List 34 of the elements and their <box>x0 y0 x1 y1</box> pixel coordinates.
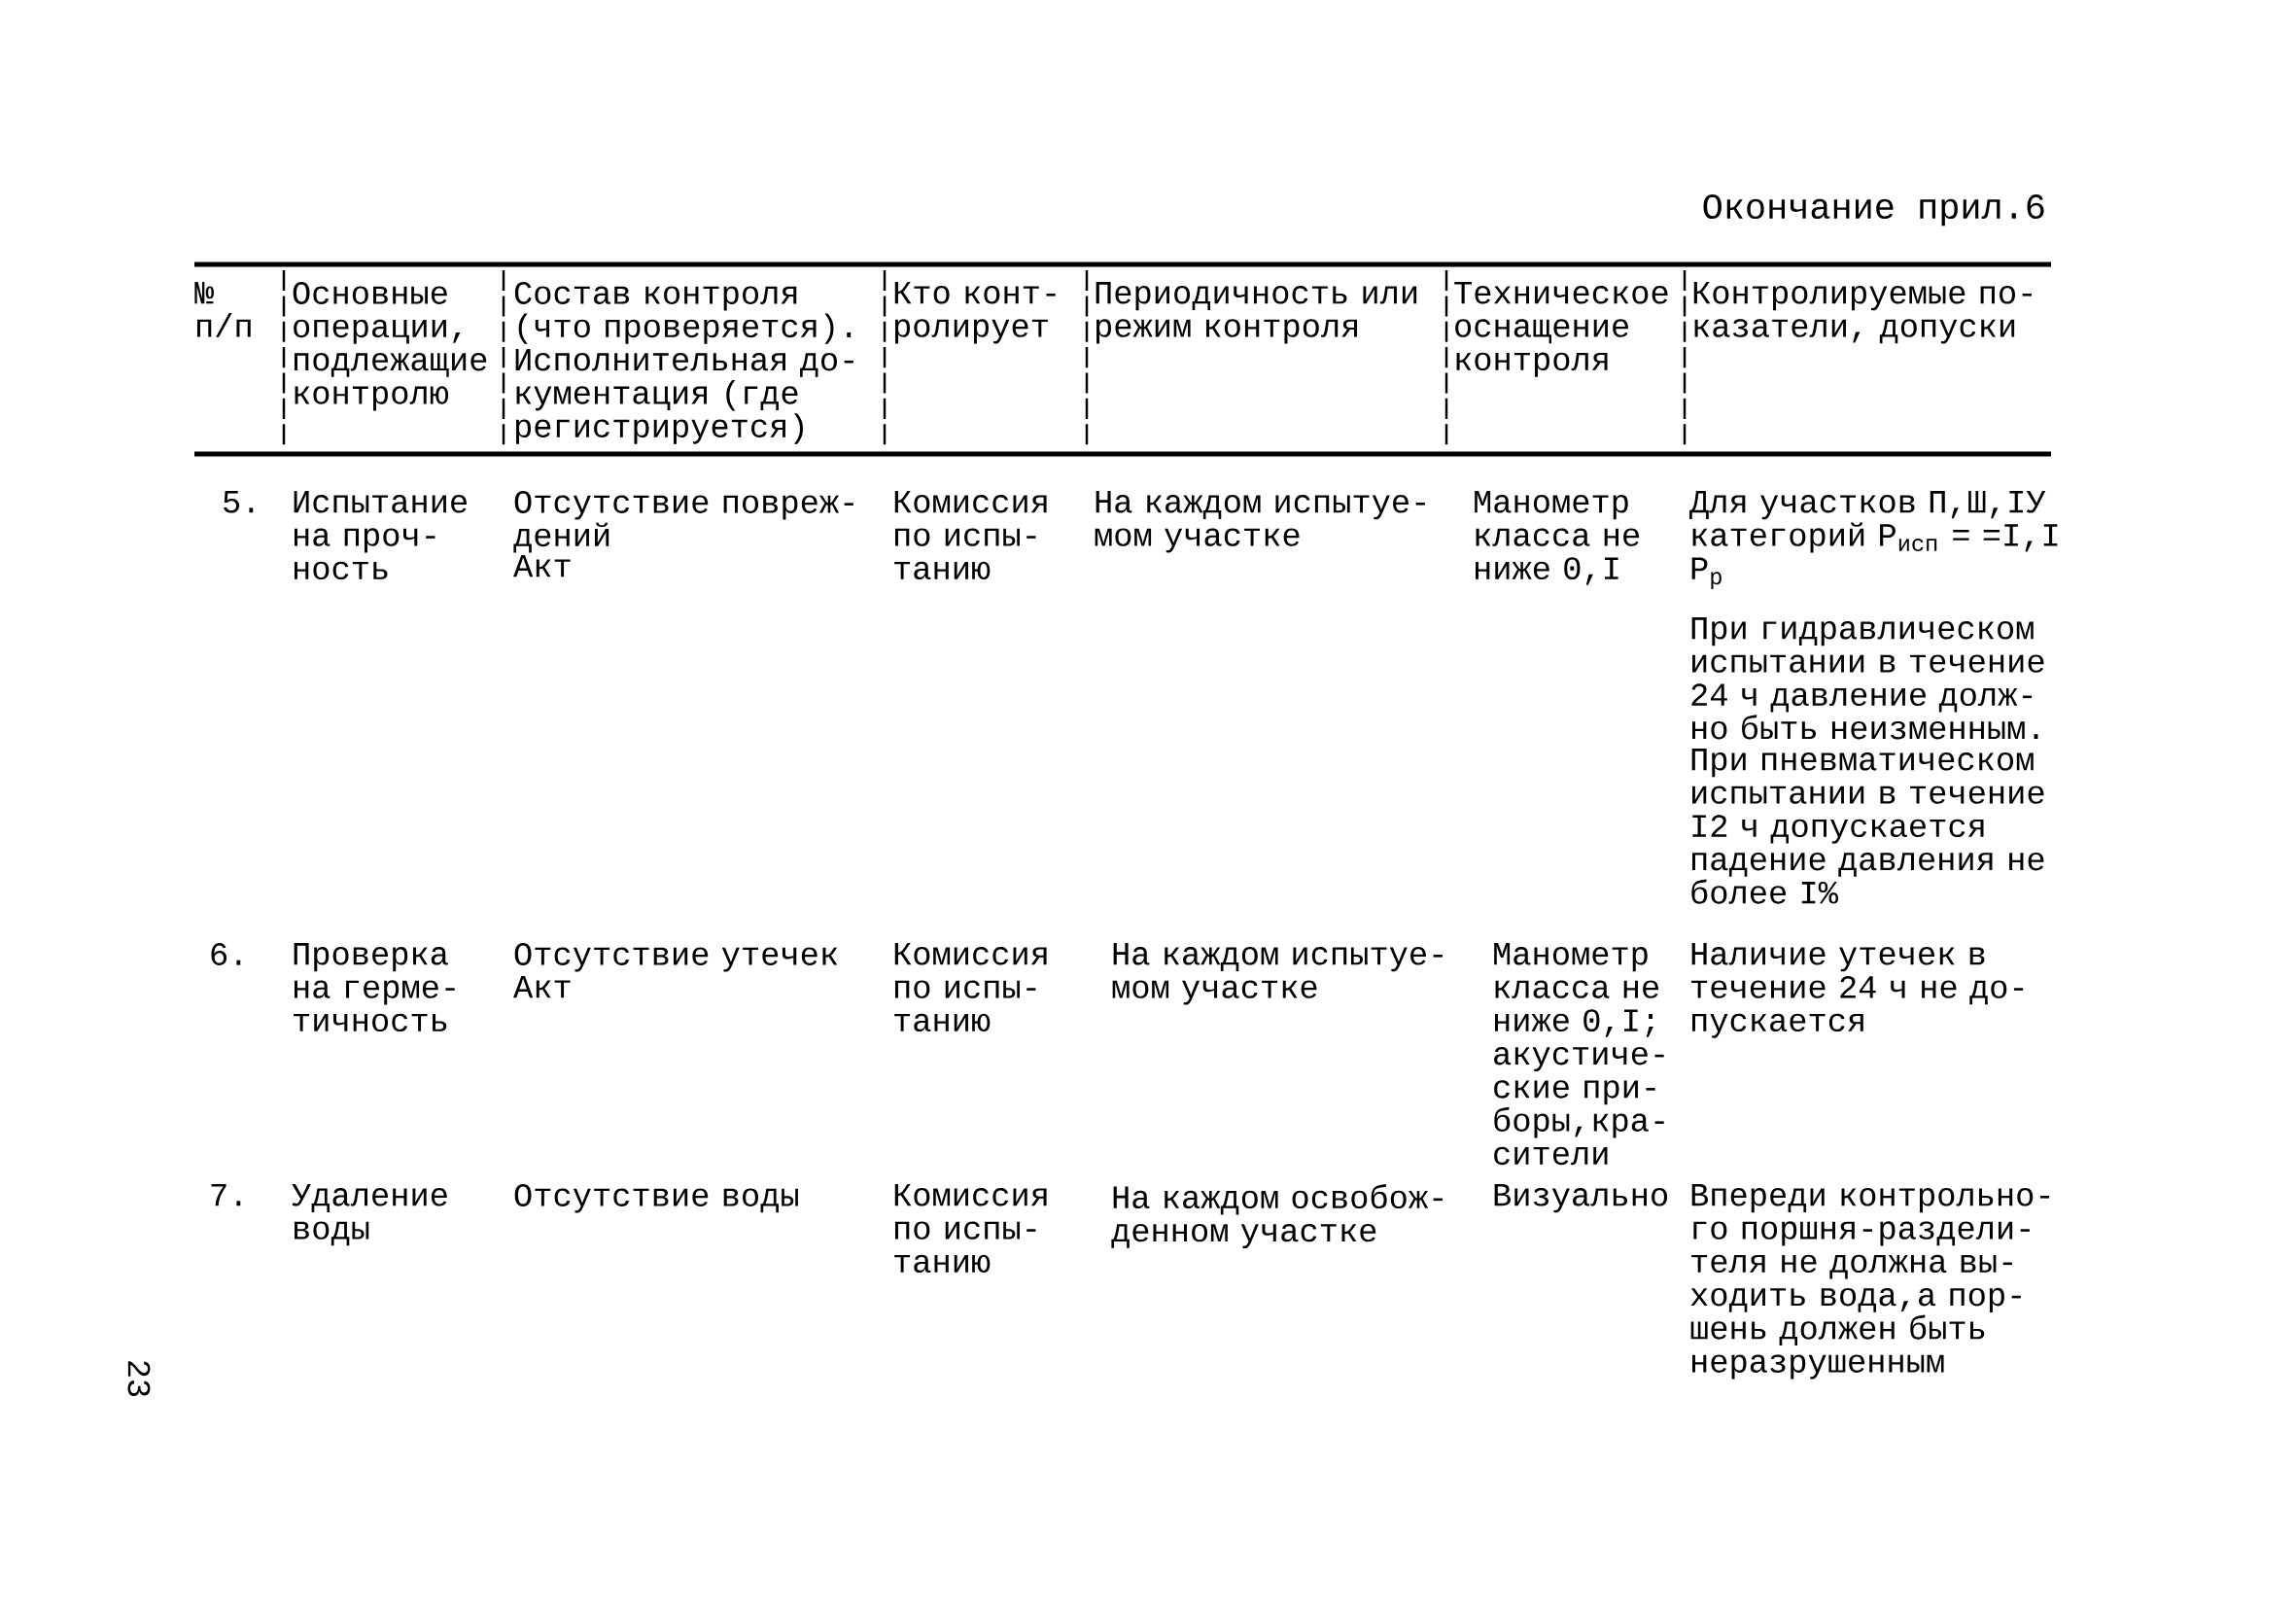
table-cell: Для участков П,Ш,IУ категорий Р$_{исп}$ = =I,I Р$_{р}$ <box>1689 491 2058 589</box>
table-cell: Проверка на герме- тичность <box>294 943 455 1032</box>
header-cell: № п/п <box>194 282 251 337</box>
table-cell: При гидравлическом испытании в течение 24 ч давление долж- но быть неизменным. <box>1691 617 2044 740</box>
table-cell: Визуально <box>1494 1184 1668 1213</box>
table-cell: Наличие утечек в течение 24 ч не до- пускается <box>1691 943 2024 1038</box>
header-cell: Основные операции, подлежащие контролю <box>293 282 487 411</box>
header-cell: Контролируемые по- казатели, допуски <box>1693 282 2032 344</box>
header-cell: Состав контроля (что проверяется). Исполнительная до- кументация (где регистрируется) <box>514 282 853 444</box>
page-number: 23 <box>127 1361 151 1397</box>
table-cell: На каждом испытуе- мом участке <box>1095 491 1425 553</box>
table-cell: На каждом освобож- денном участке <box>1111 1184 1443 1249</box>
header-cell: Кто конт- ролирует <box>894 282 1056 344</box>
row-number: 5. <box>224 491 254 513</box>
heading: Окончание прил.6 <box>1703 194 2044 227</box>
row-number: 6. <box>211 943 241 965</box>
table-cell: Отсутствие повреж- дений <box>513 491 853 553</box>
table-cell: Комиссия по испы- танию <box>894 491 1047 580</box>
table-cell: Впереди контрольно- го поршня-раздели- теля не должна вы- ходить вода,а пор- шень должен быть неразрушенным <box>1690 1184 2050 1380</box>
header-cell: Периодичность или режим контроля <box>1096 282 1417 344</box>
table-cell: Испытание на проч- ность <box>294 491 467 580</box>
table-cell: Удаление воды <box>292 1184 447 1246</box>
table-cell: На каждом испытуе- мом участке <box>1112 943 1443 1005</box>
table-cell: Комиссия по испы- танию <box>894 1184 1047 1274</box>
table-cell: Комиссия по испы- танию <box>894 943 1047 1032</box>
row-number: 7. <box>211 1184 241 1206</box>
table-cell: Акт <box>513 555 571 577</box>
table-cell: Манометр класса не ниже 0,I; акустиче- ские при- боры,кра- сители <box>1494 943 1664 1166</box>
table-cell: Отсутствие утечек <box>514 943 838 972</box>
table-cell: Акт <box>513 976 571 998</box>
table-cell: Отсутствие воды <box>514 1184 798 1213</box>
header-cell: Техническое оснащение контроля <box>1454 282 1668 377</box>
table-cell: Манометр класса не ниже 0,I <box>1475 491 1639 585</box>
table-cell: При пневматическом испытании в течение I2 ч допускается падение давления не более I% <box>1691 749 2044 904</box>
